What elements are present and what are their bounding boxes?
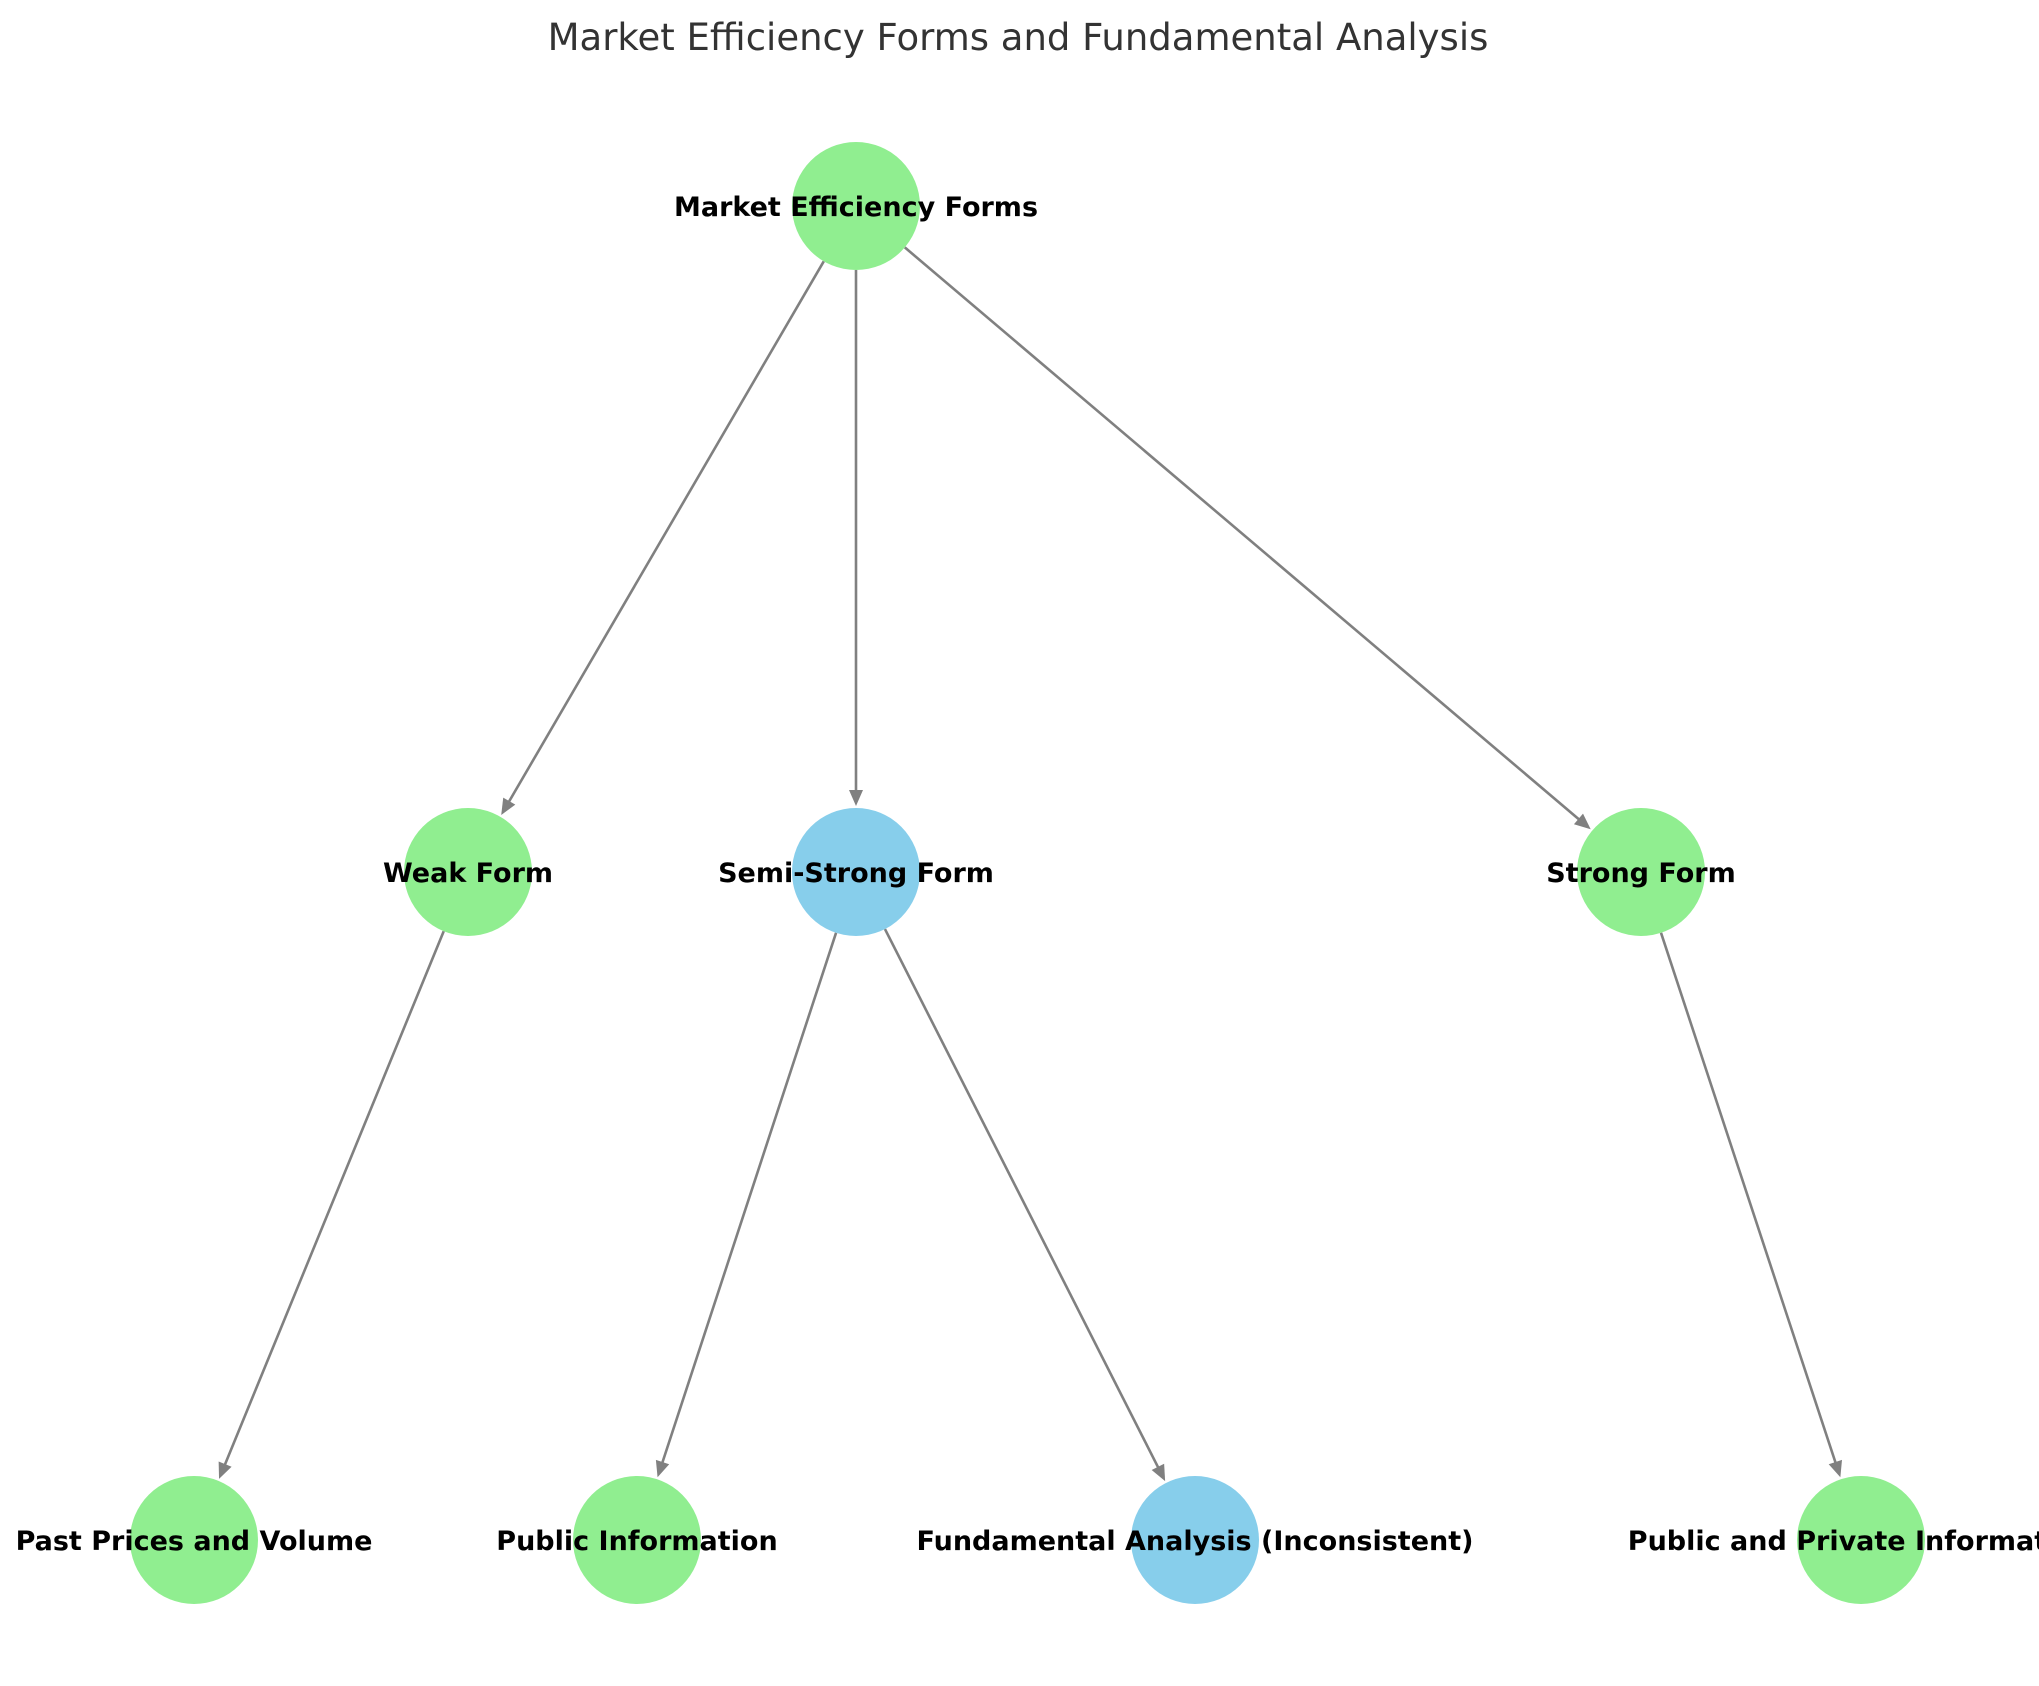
edge-line [660, 932, 838, 1465]
edge-semi-to-public [655, 932, 838, 1478]
edge-root-to-weak [501, 260, 825, 815]
arrowhead [1828, 1459, 1842, 1478]
node-past [130, 1476, 258, 1604]
edge-semi-to-fund [883, 928, 1166, 1482]
node-pubpriv [1797, 1476, 1925, 1604]
node-semi [792, 808, 920, 936]
node-label-public: Public Information [496, 1526, 777, 1557]
edge-strong-to-pubpriv [1659, 932, 1842, 1478]
node-label-fund: Fundamental Analysis (Inconsistent) [917, 1526, 1474, 1557]
arrowhead [501, 797, 516, 815]
arrowhead [1573, 813, 1591, 830]
node-label-weak: Weak Form [383, 858, 553, 889]
node-public [573, 1476, 701, 1604]
edge-line [507, 260, 825, 804]
arrowhead [1151, 1463, 1166, 1482]
node-label-pubpriv: Public and Private Information [1628, 1526, 2039, 1557]
arrowhead [655, 1459, 670, 1478]
node-label-semi: Semi-Strong Form [718, 858, 994, 889]
edge-weak-to-past [218, 930, 445, 1479]
edges-layer [218, 246, 1842, 1482]
edge-root-to-strong [903, 246, 1591, 830]
edge-line [883, 928, 1160, 1470]
node-weak [404, 808, 532, 936]
node-label-root: Market Efficiency Forms [674, 192, 1038, 223]
node-strong [1577, 808, 1705, 936]
node-fund [1131, 1476, 1259, 1604]
edge-root-to-semi [849, 270, 863, 806]
arrowhead [218, 1461, 232, 1479]
node-root [792, 142, 920, 270]
arrowhead [849, 790, 863, 806]
edge-line [1659, 932, 1838, 1465]
diagram-title: Market Efficiency Forms and Fundamental … [548, 16, 1489, 59]
node-label-strong: Strong Form [1546, 858, 1736, 889]
edge-line [223, 930, 445, 1467]
nodes-layer [130, 142, 1925, 1604]
edge-line [903, 246, 1581, 822]
node-label-past: Past Prices and Volume [16, 1526, 373, 1557]
